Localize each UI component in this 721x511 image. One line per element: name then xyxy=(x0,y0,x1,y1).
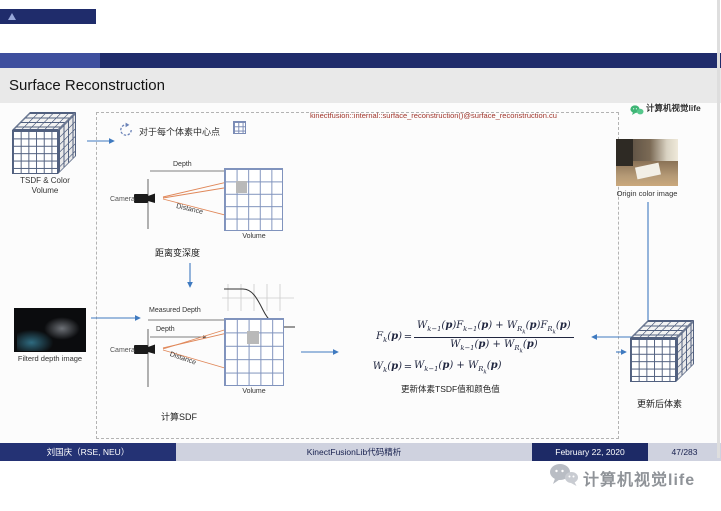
formula-w-lhs: Wk(p) xyxy=(372,361,402,375)
formula-numerator: Wk−1(p)Fk−1(p) + WRk(p)FRk(p) xyxy=(414,320,574,339)
loop-refresh-icon xyxy=(118,122,134,143)
footer-author: 刘国庆（RSE, NEU） xyxy=(0,443,176,461)
scrollbar[interactable] xyxy=(717,0,720,458)
filtered-depth-image xyxy=(14,308,86,352)
wechat-logo-icon xyxy=(549,463,579,494)
updated-volume-cube xyxy=(630,320,696,382)
watermark-small-text: 计算机视觉life xyxy=(646,103,701,113)
updated-volume-label: 更新后体素 xyxy=(637,399,683,409)
highlighted-voxel-top xyxy=(236,181,247,193)
volume-label-bottom: Volume xyxy=(242,388,266,395)
measured-depth-label: Measured Depth xyxy=(149,307,201,314)
step2-caption: 计算SDF xyxy=(161,412,198,422)
formula-w-rhs: Wk−1(p) + WRk(p) xyxy=(414,360,502,376)
footer-date: February 22, 2020 xyxy=(532,443,648,461)
tsdf-volume-label: TSDF & Color Volume xyxy=(20,176,70,195)
triangle-icon xyxy=(8,13,16,20)
camera-icon-top xyxy=(134,190,158,211)
header-bar-right xyxy=(100,53,721,68)
volume-grid-bottom xyxy=(224,318,284,386)
tsdf-update-formula: Fk(p) = Wk−1(p)Fk−1(p) + WRk(p)FRk(p) Wk… xyxy=(356,320,574,375)
header-bar-left xyxy=(0,53,100,68)
footer-page-number: 47/283 xyxy=(648,443,721,461)
loop-caption: 对于每个体素中心点 xyxy=(139,127,221,137)
code-reference: kinectfusion::internal::surface_reconstr… xyxy=(310,111,557,120)
camera-icon-bottom xyxy=(134,341,158,362)
footer-deck-title: KinectFusionLib代码精析 xyxy=(176,443,532,461)
formula-denominator: Wk−1(p) + WRk(p) xyxy=(450,339,538,355)
filtered-depth-label: Filterd depth image xyxy=(17,354,83,363)
formula-fraction: Wk−1(p)Fk−1(p) + WRk(p)FRk(p) Wk−1(p) + … xyxy=(414,320,574,355)
camera-label-top: Camera xyxy=(110,196,135,203)
depth-label-bottom: Depth xyxy=(156,326,175,333)
tsdf-volume-cube xyxy=(12,112,78,174)
formula-caption: 更新体素TSDF值和颜色值 xyxy=(401,384,500,394)
depth-label-top: Depth xyxy=(173,161,192,168)
origin-color-image xyxy=(616,139,678,186)
header-section-chip xyxy=(0,9,96,24)
formula-equals-2: = xyxy=(403,362,413,374)
watermark-text: 计算机视觉life xyxy=(583,472,696,489)
formula-equals-1: = xyxy=(403,332,413,344)
slide-title-bar: Surface Reconstruction xyxy=(0,68,721,103)
camera-label-bottom: Camera xyxy=(110,347,135,354)
highlighted-voxel-bottom xyxy=(247,331,259,344)
origin-color-label: Origin color image xyxy=(616,189,678,198)
volume-label-top: Volume xyxy=(242,233,266,240)
formula-f-lhs: Fk(p) xyxy=(376,331,402,345)
wechat-logo-small-icon xyxy=(630,103,644,121)
voxel-grid-icon xyxy=(233,121,246,134)
page-title: Surface Reconstruction xyxy=(9,77,165,94)
volume-grid-top xyxy=(224,168,283,231)
step1-caption: 距离变深度 xyxy=(155,248,201,258)
